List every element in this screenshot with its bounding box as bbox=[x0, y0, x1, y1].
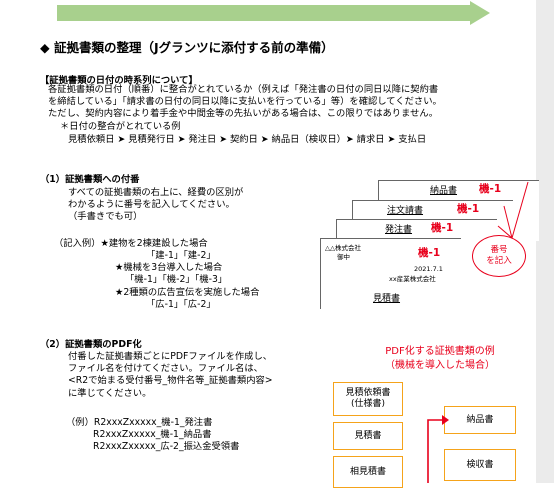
doc-quotation-company-from: △△株式会社 bbox=[325, 244, 361, 252]
section2-line-4: に準じてください。 bbox=[68, 388, 152, 399]
flow-arrow bbox=[427, 415, 449, 483]
pdf-diagram-title-line-2: （機械を導入した場合） bbox=[385, 360, 495, 371]
callout-pointer bbox=[497, 181, 529, 239]
box-inspection-report: 検収書 bbox=[444, 449, 516, 481]
date-section-title: 【証拠書類の日付の時系列について】 bbox=[40, 75, 198, 86]
doc-purchase-order-title: 発注書 bbox=[385, 225, 413, 235]
pdf-diagram-title: PDF化する証拠書類の例 （機械を導入した場合） bbox=[360, 345, 520, 373]
callout-line-1: 番号 bbox=[490, 245, 508, 255]
date-example-label: ＊日付の整合がとれている例 bbox=[60, 121, 181, 132]
example-line-4: 「機-1」「機-2」「機-3」 bbox=[125, 274, 228, 285]
box-quote-request-line-2: (仕様書) bbox=[350, 399, 386, 409]
doc-quotation-date: 2021.7.1 bbox=[414, 265, 443, 273]
section1-line-2: わかるように番号を記入してください。 bbox=[68, 199, 235, 210]
box-inspection-report-label: 検収書 bbox=[466, 459, 494, 470]
filename-example-2: R2xxxZxxxxx_機-1_納品書 bbox=[93, 429, 212, 440]
arrow-head bbox=[470, 1, 490, 25]
section1-line-3: （手書きでも可） bbox=[68, 211, 143, 222]
box-delivery-note-label: 納品書 bbox=[466, 414, 494, 425]
doc-delivery-note-title: 納品書 bbox=[430, 186, 458, 196]
box-competing-quotation-label: 相見積書 bbox=[349, 466, 386, 477]
date-text-line-3: ただし、契約内容により着手金や中間金等の先払いがある場合は、この限りではありませ… bbox=[48, 108, 439, 119]
box-competing-quotation: 相見積書 bbox=[333, 456, 403, 488]
date-text-line-1: 各証拠書類の日付（順番）に整合がとれているか（例えば「発注書の日付の同日以降に契… bbox=[48, 84, 439, 95]
doc-quotation-number: 機-1 bbox=[418, 247, 441, 259]
scrollbar-area bbox=[536, 0, 554, 483]
section2-line-2: ファイル名を付けてください。ファイル名は、 bbox=[68, 363, 263, 374]
section2-title: （2）証拠書類のPDF化 bbox=[40, 339, 142, 350]
callout-line-2: を記入 bbox=[486, 256, 512, 266]
section2-line-3: <R2で始まる受付番号_物件名等_証拠書類内容> bbox=[68, 375, 273, 386]
doc-quotation-company-to: 御中 bbox=[337, 253, 350, 261]
example-line-1: （記入例）★建物を2棟建設した場合 bbox=[54, 238, 208, 249]
section1-line-1: すべての証拠書類の右上に、経費の区別が bbox=[68, 187, 244, 198]
arrow-bar bbox=[57, 5, 470, 21]
example-line-6: 「広-1」「広-2」 bbox=[146, 299, 216, 310]
doc-order-confirmation-number: 機-1 bbox=[457, 203, 480, 215]
doc-order-confirmation-title: 注文請書 bbox=[387, 206, 424, 216]
example-line-2: 「建-1」「建-2」 bbox=[146, 250, 216, 261]
filename-example-3: R2xxxZxxxxx_広-2_振込金受領書 bbox=[93, 441, 240, 452]
date-text-line-2: を締結している」「請求書の日付の同日以降に支払いを行っている」等）を確認してくだ… bbox=[48, 96, 442, 107]
page-heading: ◆ 証拠書類の整理（Jグランツに添付する前の準備） bbox=[40, 40, 334, 55]
doc-quotation-title: 見積書 bbox=[373, 294, 401, 304]
box-quotation: 見積書 bbox=[333, 422, 403, 450]
doc-quotation-issuer: xx産業株式会社 bbox=[389, 275, 436, 283]
doc-quotation: △△株式会社 御中 機-1 2021.7.1 xx産業株式会社 見積書 bbox=[320, 238, 461, 309]
doc-purchase-order-number: 機-1 bbox=[431, 222, 454, 234]
filename-example-1: （例）R2xxxZxxxxx_機-1_発注書 bbox=[66, 417, 213, 428]
callout-bubble: 番号 を記入 bbox=[472, 235, 526, 277]
box-delivery-note: 納品書 bbox=[444, 406, 516, 434]
section2-line-1: 付番した証拠書類ごとにPDFファイルを作成し、 bbox=[68, 351, 273, 362]
pdf-diagram-title-line-1: PDF化する証拠書類の例 bbox=[385, 346, 495, 357]
example-line-3: ★機械を3台導入した場合 bbox=[115, 262, 223, 273]
example-line-5: ★2種類の広告宣伝を実施した場合 bbox=[115, 287, 260, 298]
box-quotation-label: 見積書 bbox=[354, 430, 382, 441]
date-flow: 見積依頼日 ➤ 見積発行日 ➤ 発注日 ➤ 契約日 ➤ 納品日（検収日）➤ 請求… bbox=[68, 134, 427, 145]
box-quote-request-line-1: 見積依頼書 bbox=[345, 388, 391, 398]
box-quote-request: 見積依頼書 (仕様書) bbox=[333, 382, 403, 416]
section1-title: （1）証拠書類への付番 bbox=[40, 174, 140, 185]
doc-delivery-note-number: 機-1 bbox=[479, 183, 502, 195]
